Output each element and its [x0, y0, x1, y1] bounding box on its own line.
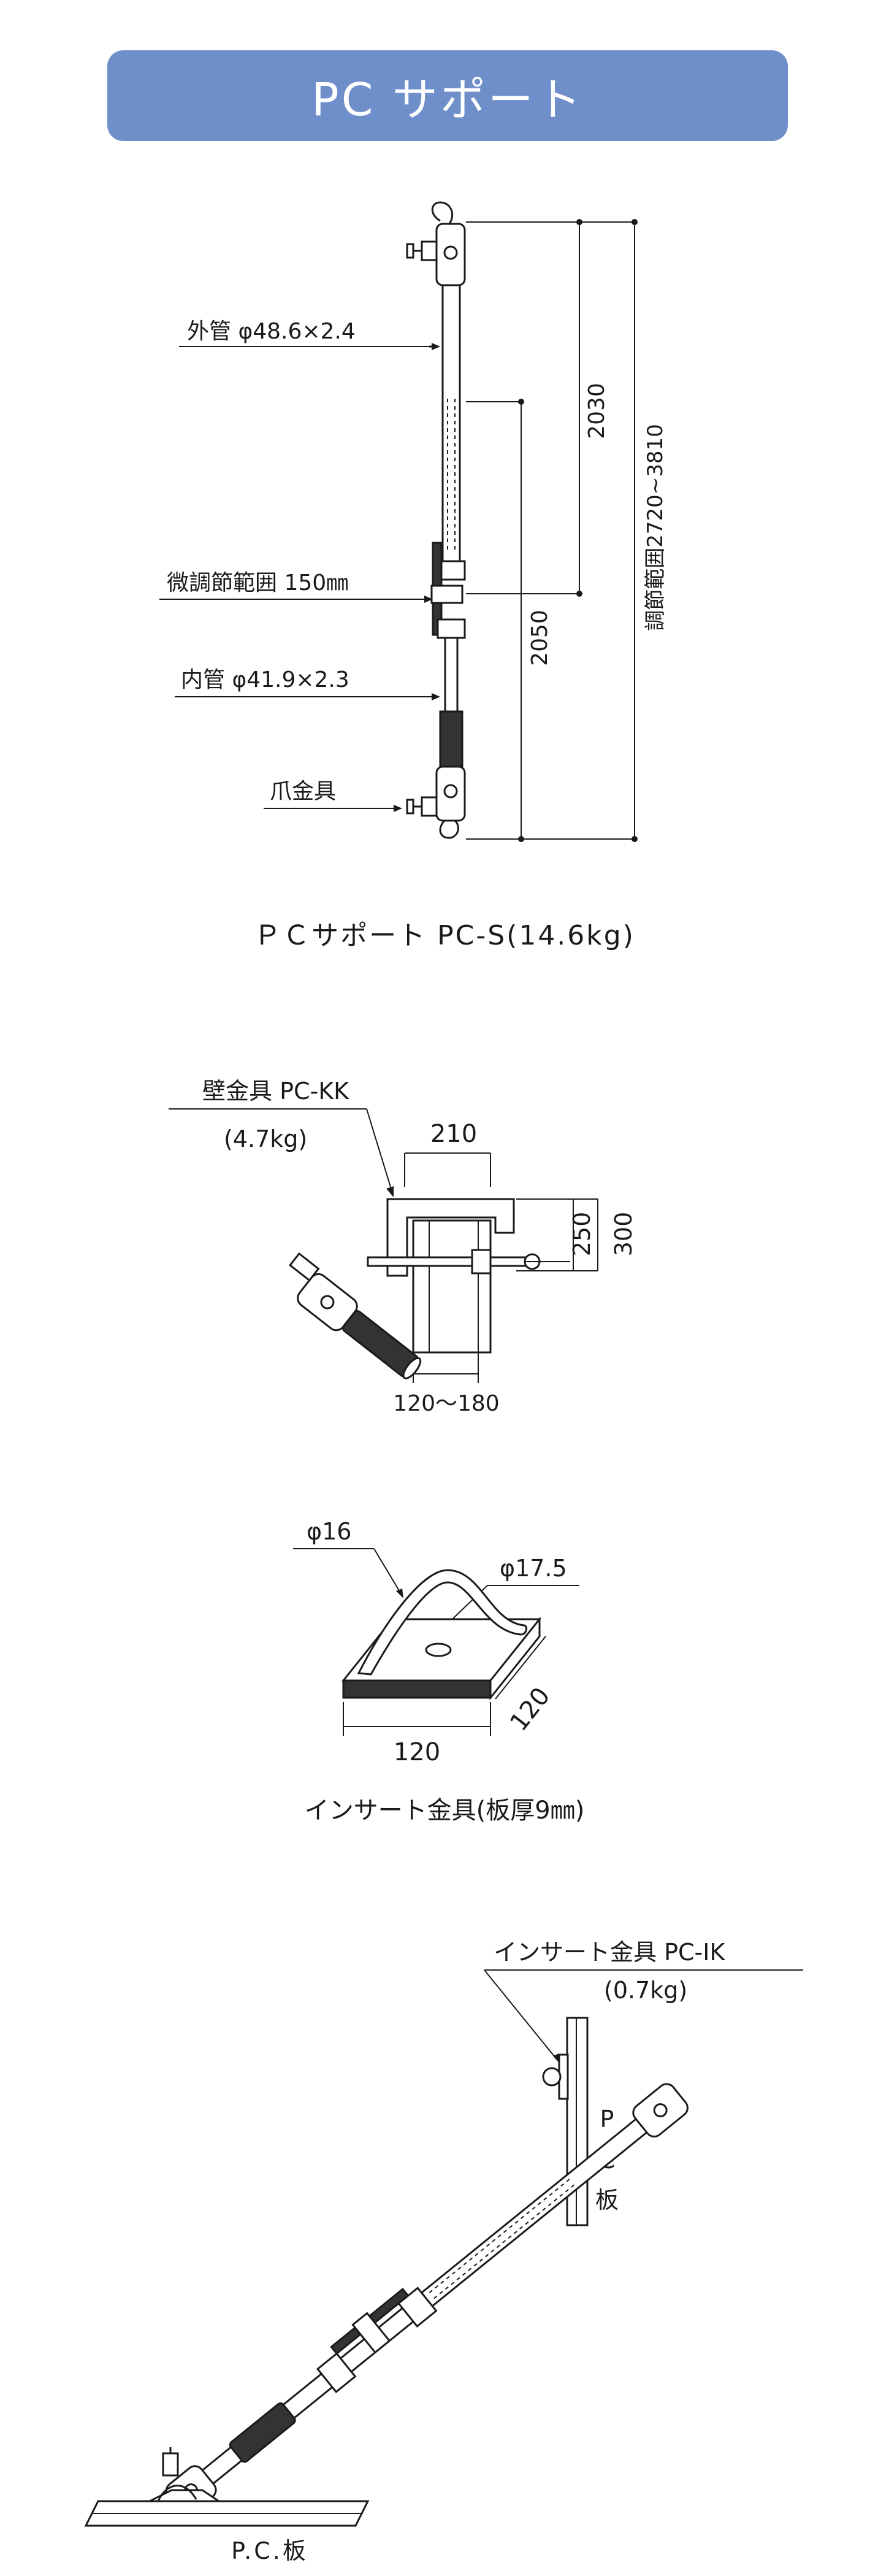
top-head-pin — [443, 245, 458, 260]
label-inner-pipe: 内管 φ41.9×2.3 — [181, 667, 349, 692]
wall-section — [412, 1219, 492, 1354]
wall-label-board: 板 — [595, 2187, 619, 2214]
label-phi175: φ17.5 — [500, 1555, 567, 1582]
install-insert-label: インサート金具 PC-IK — [494, 1939, 725, 1966]
dim-insert-width: 120 — [394, 1738, 440, 1766]
insert-fitting-diagram: φ16 φ17.5 120 120 インサート金具(板厚9㎜) — [293, 1518, 584, 1825]
dim-120-180: 120～180 — [393, 1391, 499, 1416]
insert-hole — [425, 1643, 452, 1657]
support-caption: ＰＣサポート PC-S(14.6kg) — [254, 920, 635, 951]
label-fine-adjust: 微調節範囲 150㎜ — [167, 570, 348, 596]
adjust-nut — [430, 585, 464, 604]
insert-bent-bar — [357, 1569, 528, 1676]
label-outer-pipe: 外管 φ48.6×2.4 — [187, 319, 356, 344]
insert-caption: インサート金具(板厚9㎜) — [305, 1796, 585, 1825]
title-banner: PC サポート — [107, 50, 788, 141]
lower-collar — [437, 618, 466, 639]
top-clamp — [421, 240, 438, 261]
dim-250: 250 — [568, 1212, 595, 1257]
installation-diagram: インサート金具 PC-IK (0.7kg) P C 板 — [84, 1939, 803, 2564]
bottom-clamp — [421, 796, 438, 817]
dim-insert-depth: 120 — [505, 1682, 555, 1736]
install-insert-weight: (0.7kg) — [604, 1977, 687, 2004]
wall-label-p: P — [600, 2106, 614, 2133]
inner-pipe — [444, 637, 459, 713]
wall-fitting-diagram: 壁金具 PC-KK (4.7kg) 210 250 300 120～180 — [169, 1078, 637, 1416]
dim-2050: 2050 — [527, 610, 552, 666]
install-collar — [316, 2352, 357, 2393]
dim-300: 300 — [610, 1212, 637, 1257]
wall-fitting-weight: (4.7kg) — [224, 1125, 307, 1152]
dim-adjust-range: 調節範囲2720~3810 — [643, 424, 668, 631]
wall-fitting-label: 壁金具 PC-KK — [202, 1078, 349, 1105]
banner-title: PC サポート — [311, 73, 584, 126]
label-claw: 爪金具 — [270, 779, 336, 804]
pc-support-diagram: 2030 2050 調節範囲2720~3810 外管 φ48.6×2.4 微調節… — [159, 201, 668, 951]
outer-pipe — [441, 284, 461, 572]
insert-plate-front — [342, 1679, 492, 1699]
dim-210: 210 — [430, 1120, 477, 1148]
insert-plate-side — [489, 1616, 541, 1701]
bottom-hook — [439, 819, 459, 839]
dim-2030: 2030 — [584, 383, 609, 439]
wall-clamp-body — [386, 1198, 515, 1277]
lower-sleeve — [439, 710, 464, 768]
install-lower-sleeve — [229, 2402, 296, 2463]
top-hook — [431, 201, 454, 227]
label-phi16: φ16 — [307, 1518, 351, 1545]
wall-bolt — [367, 1256, 528, 1267]
floor-label: P.C.板 — [231, 2537, 308, 2564]
